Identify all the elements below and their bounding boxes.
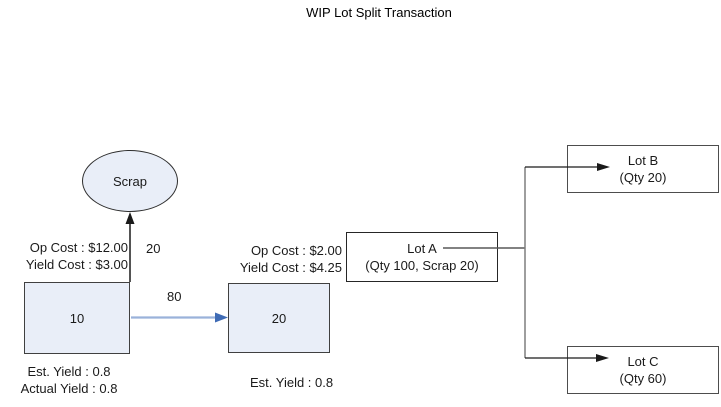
operation-10-est-yield: Est. Yield : 0.8: [27, 364, 111, 379]
operation-20-est-yield: Est. Yield : 0.8: [250, 375, 334, 390]
operation-10-costs: Op Cost : $12.00 Yield Cost : $3.00: [26, 239, 128, 273]
operation-10-label: 10: [69, 310, 85, 326]
lot-b-detail: (Qty 20): [619, 170, 667, 185]
scrap-qty-label: 20: [146, 241, 161, 256]
lot-c-detail: (Qty 60): [619, 371, 667, 386]
lot-c-name: Lot C: [627, 354, 659, 369]
operation-10-yields: Est. Yield : 0.8 Actual Yield : 0.8: [0, 363, 138, 397]
operation-10-node: 10: [24, 282, 130, 354]
operation-10-op-cost: Op Cost : $12.00: [29, 240, 128, 255]
scrap-label: Scrap: [113, 173, 147, 189]
scrap-node: Scrap: [82, 150, 178, 212]
operation-20-node: 20: [228, 283, 330, 353]
lot-a-detail: (Qty 100, Scrap 20): [365, 258, 479, 273]
diagram-title: WIP Lot Split Transaction: [306, 5, 452, 20]
transfer-arrow: [131, 312, 228, 323]
lot-b-name: Lot B: [627, 153, 659, 168]
operation-10-yield-cost: Yield Cost : $3.00: [25, 257, 128, 272]
operation-10-actual-yield: Actual Yield : 0.8: [20, 381, 118, 396]
lot-c-node: Lot C (Qty 60): [567, 346, 719, 394]
lot-a-node: Lot A (Qty 100, Scrap 20): [346, 232, 498, 282]
operation-20-op-cost: Op Cost : $2.00: [250, 243, 342, 258]
operation-20-costs: Op Cost : $2.00 Yield Cost : $4.25: [240, 242, 342, 276]
lot-a-name: Lot A: [407, 241, 437, 256]
transfer-qty-label: 80: [167, 289, 182, 304]
operation-20-label: 20: [271, 310, 287, 326]
lot-b-node: Lot B (Qty 20): [567, 145, 719, 193]
operation-20-yield-cost: Yield Cost : $4.25: [239, 260, 342, 275]
